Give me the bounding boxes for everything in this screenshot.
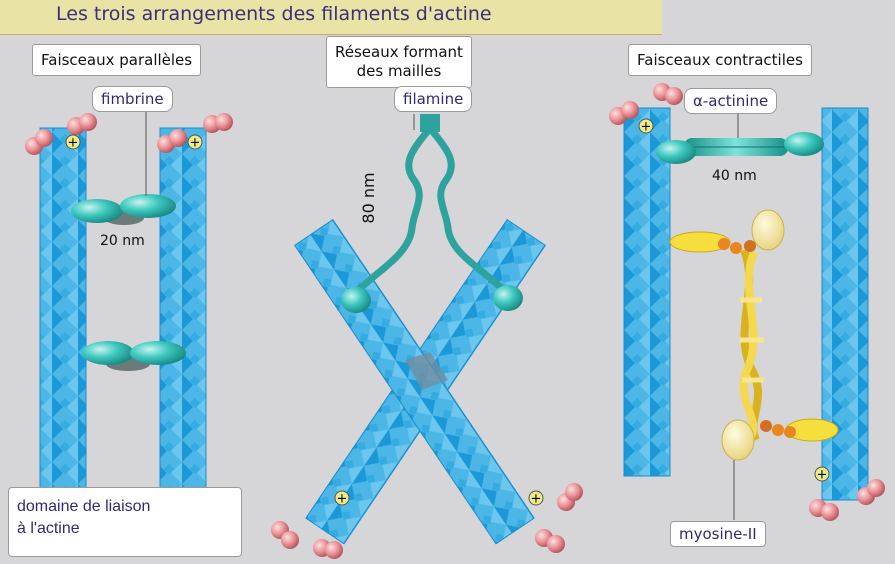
svg-text:+: +: [641, 120, 652, 135]
fimbrine-label: fimbrine: [92, 86, 173, 112]
myosin-ii-label: myosine-II: [670, 521, 766, 547]
title-banner: Les trois arrangements des filaments d'a…: [0, 0, 662, 35]
network-artwork: [271, 114, 583, 559]
contractile-bundles-label: Faisceaux contractiles: [628, 44, 812, 76]
parallel-bundles-label: Faisceaux parallèles: [32, 44, 202, 76]
legend-line2: à l'actine: [17, 520, 80, 537]
parallel-bundle-artwork: [25, 106, 233, 489]
svg-text:+: +: [337, 492, 348, 507]
legend-box: domaine de liaison à l'actine: [8, 487, 242, 557]
svg-text:+: +: [531, 492, 542, 507]
diagram-title: Les trois arrangements des filaments d'a…: [56, 3, 492, 25]
svg-text:+: +: [68, 136, 79, 151]
alpha-actinin-spacing-label: 40 nm: [712, 168, 757, 184]
legend-text: domaine de liaison à l'actine: [17, 496, 150, 540]
svg-text:+: +: [190, 136, 201, 151]
network-label: Réseaux formant des mailles: [326, 36, 472, 88]
contractile-bundle-artwork: [609, 83, 885, 521]
network-label-line2: des mailles: [356, 62, 442, 80]
fimbrine-spacing-label: 20 nm: [100, 233, 145, 249]
filamine-length-label: 80 nm: [359, 172, 378, 223]
alpha-actinin-label: α-actinine: [684, 88, 778, 114]
network-label-line1: Réseaux formant: [335, 43, 463, 61]
plus-end-markers: + + + + + +: [65, 118, 830, 507]
svg-text:+: +: [817, 468, 828, 483]
filamine-label: filamine: [394, 86, 473, 112]
legend-line1: domaine de liaison: [17, 498, 151, 515]
